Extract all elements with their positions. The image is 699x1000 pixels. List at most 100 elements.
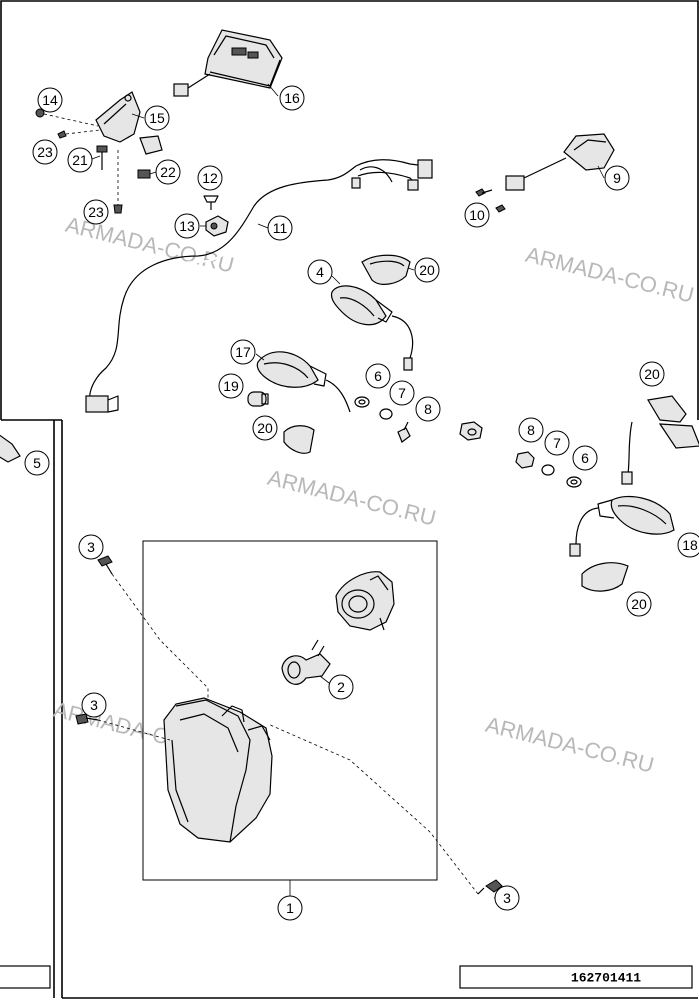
callout-22: 22 <box>155 159 181 185</box>
callout-7: 7 <box>544 430 570 456</box>
callout-19: 19 <box>218 373 244 399</box>
watermarks: ARMADA-CO.RU ARMADA-CO.RU ARMADA-CO.RU A… <box>51 212 696 778</box>
callout-3: 3 <box>78 534 104 560</box>
callout-8: 8 <box>415 396 441 422</box>
dashboard-16 <box>173 29 283 97</box>
svg-text:2: 2 <box>337 679 345 695</box>
headlight-housing <box>163 697 273 843</box>
turn-signal-4 <box>330 285 414 371</box>
callout-3: 3 <box>494 885 520 911</box>
svg-text:20: 20 <box>631 596 647 612</box>
turn-signal-18 <box>569 495 675 557</box>
svg-text:7: 7 <box>398 385 406 401</box>
bulb-19 <box>247 391 269 407</box>
socket-cover <box>335 571 395 631</box>
svg-text:12: 12 <box>202 170 218 186</box>
svg-text:4: 4 <box>316 264 324 280</box>
watermark: ARMADA-CO.RU <box>483 712 656 778</box>
svg-text:13: 13 <box>179 218 195 234</box>
svg-text:23: 23 <box>88 204 104 220</box>
callout-14: 14 <box>37 87 63 113</box>
bracket-15 <box>95 91 163 155</box>
callout-12: 12 <box>197 165 223 191</box>
callout-8: 8 <box>518 417 544 443</box>
callout-5: 5 <box>24 450 50 476</box>
lens-20 <box>361 254 411 285</box>
watermark: ARMADA-CO.RU <box>523 242 696 308</box>
callout-9: 9 <box>604 165 630 191</box>
lens-20 <box>283 425 315 454</box>
part-8 <box>397 421 411 443</box>
svg-text:3: 3 <box>90 697 98 713</box>
callout-20: 20 <box>252 415 278 441</box>
callout-13: 13 <box>174 213 200 239</box>
reference-number: 162701411 <box>571 971 641 986</box>
callout-4: 4 <box>307 259 333 285</box>
callout-17: 17 <box>230 339 256 365</box>
holder-13 <box>205 215 229 237</box>
callout-20: 20 <box>414 257 440 283</box>
bolt-23-lower <box>113 150 123 214</box>
svg-text:6: 6 <box>374 368 382 384</box>
nut-7 <box>541 464 555 476</box>
screw-10 <box>475 188 506 213</box>
svg-text:14: 14 <box>42 92 58 108</box>
callout-1: 1 <box>277 895 303 921</box>
svg-text:8: 8 <box>424 401 432 417</box>
callout-18: 18 <box>677 532 699 558</box>
bolt-14 <box>35 108 99 127</box>
svg-text:8: 8 <box>527 422 535 438</box>
svg-text:3: 3 <box>87 539 95 555</box>
svg-text:16: 16 <box>284 90 300 106</box>
svg-text:3: 3 <box>503 890 511 906</box>
callout-21: 21 <box>67 147 93 173</box>
callout-11: 11 <box>267 215 293 241</box>
svg-text:23: 23 <box>37 144 53 160</box>
callout-10: 10 <box>464 202 490 228</box>
callout-3: 3 <box>81 692 107 718</box>
callout-20: 20 <box>639 361 665 387</box>
bolt-23-upper <box>57 129 101 139</box>
reference-number-box: 162701411 <box>459 965 693 989</box>
svg-text:20: 20 <box>644 366 660 382</box>
nut-22 <box>137 169 151 179</box>
headlight-assembly-box <box>142 540 438 896</box>
nut-8 <box>515 451 535 469</box>
screw-12 <box>203 195 219 210</box>
callout-16: 16 <box>279 85 305 111</box>
svg-text:11: 11 <box>273 220 288 236</box>
callout-2: 2 <box>328 674 354 700</box>
svg-text:1: 1 <box>286 900 294 916</box>
svg-text:18: 18 <box>682 537 698 553</box>
svg-text:17: 17 <box>235 344 251 360</box>
svg-text:10: 10 <box>469 207 485 223</box>
screw-3-right <box>267 723 503 895</box>
callout-23: 23 <box>32 139 58 165</box>
svg-text:20: 20 <box>257 420 273 436</box>
callout-20: 20 <box>626 591 652 617</box>
callout-6: 6 <box>572 445 598 471</box>
washer-6 <box>566 476 582 488</box>
turn-signal-5 <box>0 434 21 463</box>
licence-lamp-9 <box>505 133 615 191</box>
nut-7 <box>379 408 393 420</box>
lens-20 <box>581 562 629 592</box>
svg-text:20: 20 <box>419 262 435 278</box>
wiring-harness-11 <box>85 159 433 413</box>
callout-23: 23 <box>83 199 109 225</box>
washer-6 <box>354 396 370 408</box>
screw-21 <box>96 145 108 170</box>
screw-3-top <box>97 555 209 700</box>
headlight-bulb-2 <box>281 639 331 685</box>
svg-text:19: 19 <box>223 378 239 394</box>
callout-15: 15 <box>144 105 170 131</box>
watermark: ARMADA-CO.RU <box>265 465 438 531</box>
callout-7: 7 <box>389 380 415 406</box>
screw-3-left <box>75 713 171 741</box>
svg-text:6: 6 <box>581 450 589 466</box>
turn-signal-17 <box>256 351 351 413</box>
svg-text:7: 7 <box>553 435 561 451</box>
svg-text:15: 15 <box>149 110 165 126</box>
